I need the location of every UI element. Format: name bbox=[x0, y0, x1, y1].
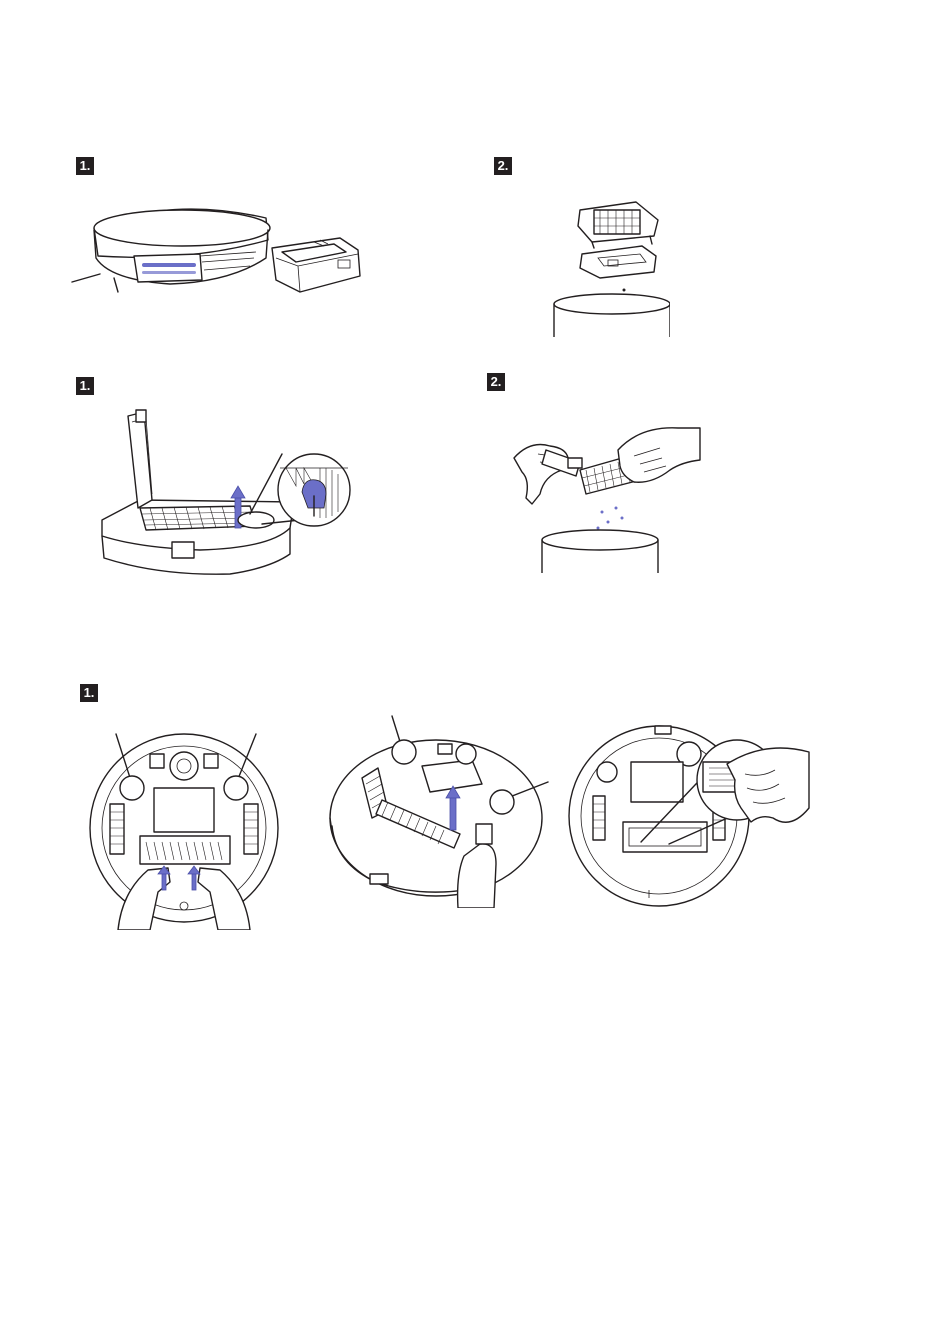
illustration-underside-clean-cavity bbox=[565, 718, 810, 910]
illustration-clean-filter bbox=[510, 418, 705, 573]
step-badge-filter-clean: 2. bbox=[487, 373, 505, 391]
illustration-underside-remove-brush bbox=[88, 732, 280, 930]
illustration-empty-dustbin bbox=[550, 192, 670, 337]
step-badge-filter-open: 1. bbox=[76, 377, 94, 395]
step-badge-dustbin-remove: 1. bbox=[76, 157, 94, 175]
illustration-open-filter bbox=[100, 408, 360, 580]
step-badge-brush-remove: 1. bbox=[80, 684, 98, 702]
step-badge-dustbin-empty: 2. bbox=[494, 157, 512, 175]
illustration-underside-lift-brush bbox=[326, 714, 550, 908]
illustration-robot-dustbin-removed bbox=[70, 200, 370, 305]
